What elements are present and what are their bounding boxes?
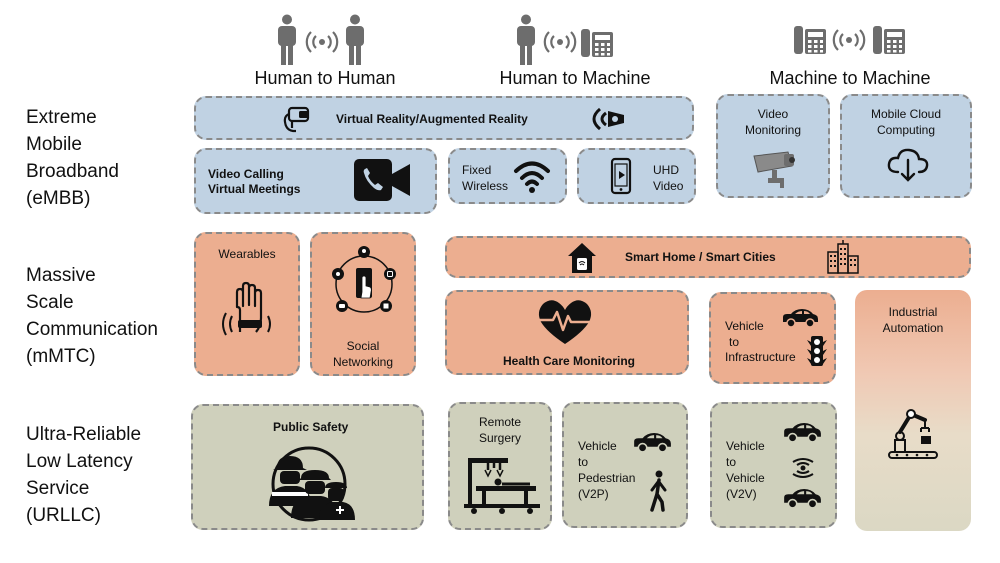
- vr-ar-box: Virtual Reality/Augmented Reality: [194, 96, 694, 140]
- phone-icon: [873, 26, 905, 54]
- signal-icon: [832, 29, 866, 51]
- header-machine-to-machine: Machine to Machine: [769, 68, 931, 88]
- public-safety-label: Public Safety: [273, 420, 349, 434]
- v2i-vehicle-label: Vehicle: [725, 319, 764, 333]
- vr-ar-label: Virtual Reality/Augmented Reality: [336, 112, 528, 126]
- smart-home-label: Smart Home / Smart Cities: [625, 250, 776, 264]
- health-care-box: Health Care Monitoring: [445, 290, 689, 375]
- v2v-box: Vehicle to Vehicle (V2V): [710, 402, 837, 528]
- social-network-icon: [332, 246, 396, 313]
- mobile-cloud-box: Mobile Cloud Computing: [840, 94, 972, 198]
- vr-headset-icon: [283, 106, 310, 133]
- house-icon: [568, 243, 596, 273]
- row-label-mmtc: Massive Scale Communication (mMTC): [26, 265, 158, 367]
- heartbeat-icon: [538, 300, 592, 344]
- hand-icon: [222, 281, 271, 336]
- v2p-box: Vehicle to Pedestrian (V2P): [562, 402, 688, 528]
- social-networking-label: Social Networking: [332, 339, 394, 369]
- ar-eye-icon: [592, 107, 624, 131]
- robot-arm-icon: [888, 409, 938, 459]
- pedestrian-icon: [650, 470, 667, 512]
- city-buildings-icon: [827, 240, 859, 274]
- surgery-robot-icon: [464, 458, 540, 514]
- v2i-box: Vehicle to Infrastructure: [709, 292, 836, 384]
- car-icon: [634, 433, 671, 453]
- video-calling-box: Video Calling Virtual Meetings: [194, 148, 437, 214]
- signal-icon: [543, 31, 577, 53]
- car-icon: [784, 423, 821, 443]
- wifi-icon: [514, 161, 550, 193]
- person-icon: [517, 14, 535, 65]
- video-monitoring-label: Video Monitoring: [744, 107, 802, 137]
- phone-icon: [581, 29, 613, 57]
- social-networking-box: Social Networking: [310, 232, 416, 376]
- phone-icon: [794, 26, 826, 54]
- mobile-cloud-label: Mobile Cloud Computing: [870, 107, 942, 137]
- security-camera-icon: [753, 151, 795, 188]
- signal-icon: [792, 458, 814, 478]
- smartphone-icon: [610, 157, 632, 195]
- uhd-video-label: UHD Video: [653, 163, 684, 193]
- traffic-light-icon: [807, 336, 827, 366]
- person-icon: [346, 14, 364, 65]
- video-monitoring-box: Video Monitoring: [716, 94, 830, 198]
- remote-surgery-box: Remote Surgery: [448, 402, 552, 530]
- car-icon: [784, 489, 821, 509]
- remote-surgery-label: Remote Surgery: [478, 415, 522, 445]
- first-responders-icon: [269, 446, 355, 522]
- v2i-to-label: to: [729, 335, 740, 349]
- public-safety-box: Public Safety: [191, 404, 424, 530]
- smart-home-box: Smart Home / Smart Cities: [445, 236, 971, 278]
- row-label-embb: Extreme Mobile Broadband (eMBB): [26, 107, 119, 209]
- header-human-to-human: Human to Human: [254, 68, 396, 88]
- video-calling-label: Video Calling Virtual Meetings: [208, 167, 301, 196]
- car-icon: [783, 309, 818, 328]
- wearables-box: Wearables: [194, 232, 300, 376]
- video-call-icon: [354, 159, 410, 201]
- uhd-video-box: UHD Video: [577, 148, 696, 204]
- v2v-label: Vehicle to Vehicle (V2V): [726, 439, 765, 501]
- fixed-wireless-label: Fixed Wireless: [462, 163, 509, 193]
- header-human-to-machine: Human to Machine: [499, 68, 651, 88]
- fixed-wireless-box: Fixed Wireless: [448, 148, 567, 204]
- health-care-label: Health Care Monitoring: [503, 354, 636, 368]
- v2i-infrastructure-label: Infrastructure: [725, 350, 796, 364]
- industrial-automation-box: Industrial Automation: [855, 290, 971, 531]
- industrial-automation-label: Industrial Automation: [882, 305, 944, 335]
- signal-icon: [305, 31, 339, 53]
- v2p-label: Vehicle to Pedestrian (V2P): [578, 439, 636, 501]
- wearables-label: Wearables: [218, 247, 276, 261]
- cloud-download-icon: [887, 148, 929, 182]
- person-icon: [278, 14, 296, 65]
- row-label-urllc: Ultra-Reliable Low Latency Service (URLL…: [26, 424, 142, 526]
